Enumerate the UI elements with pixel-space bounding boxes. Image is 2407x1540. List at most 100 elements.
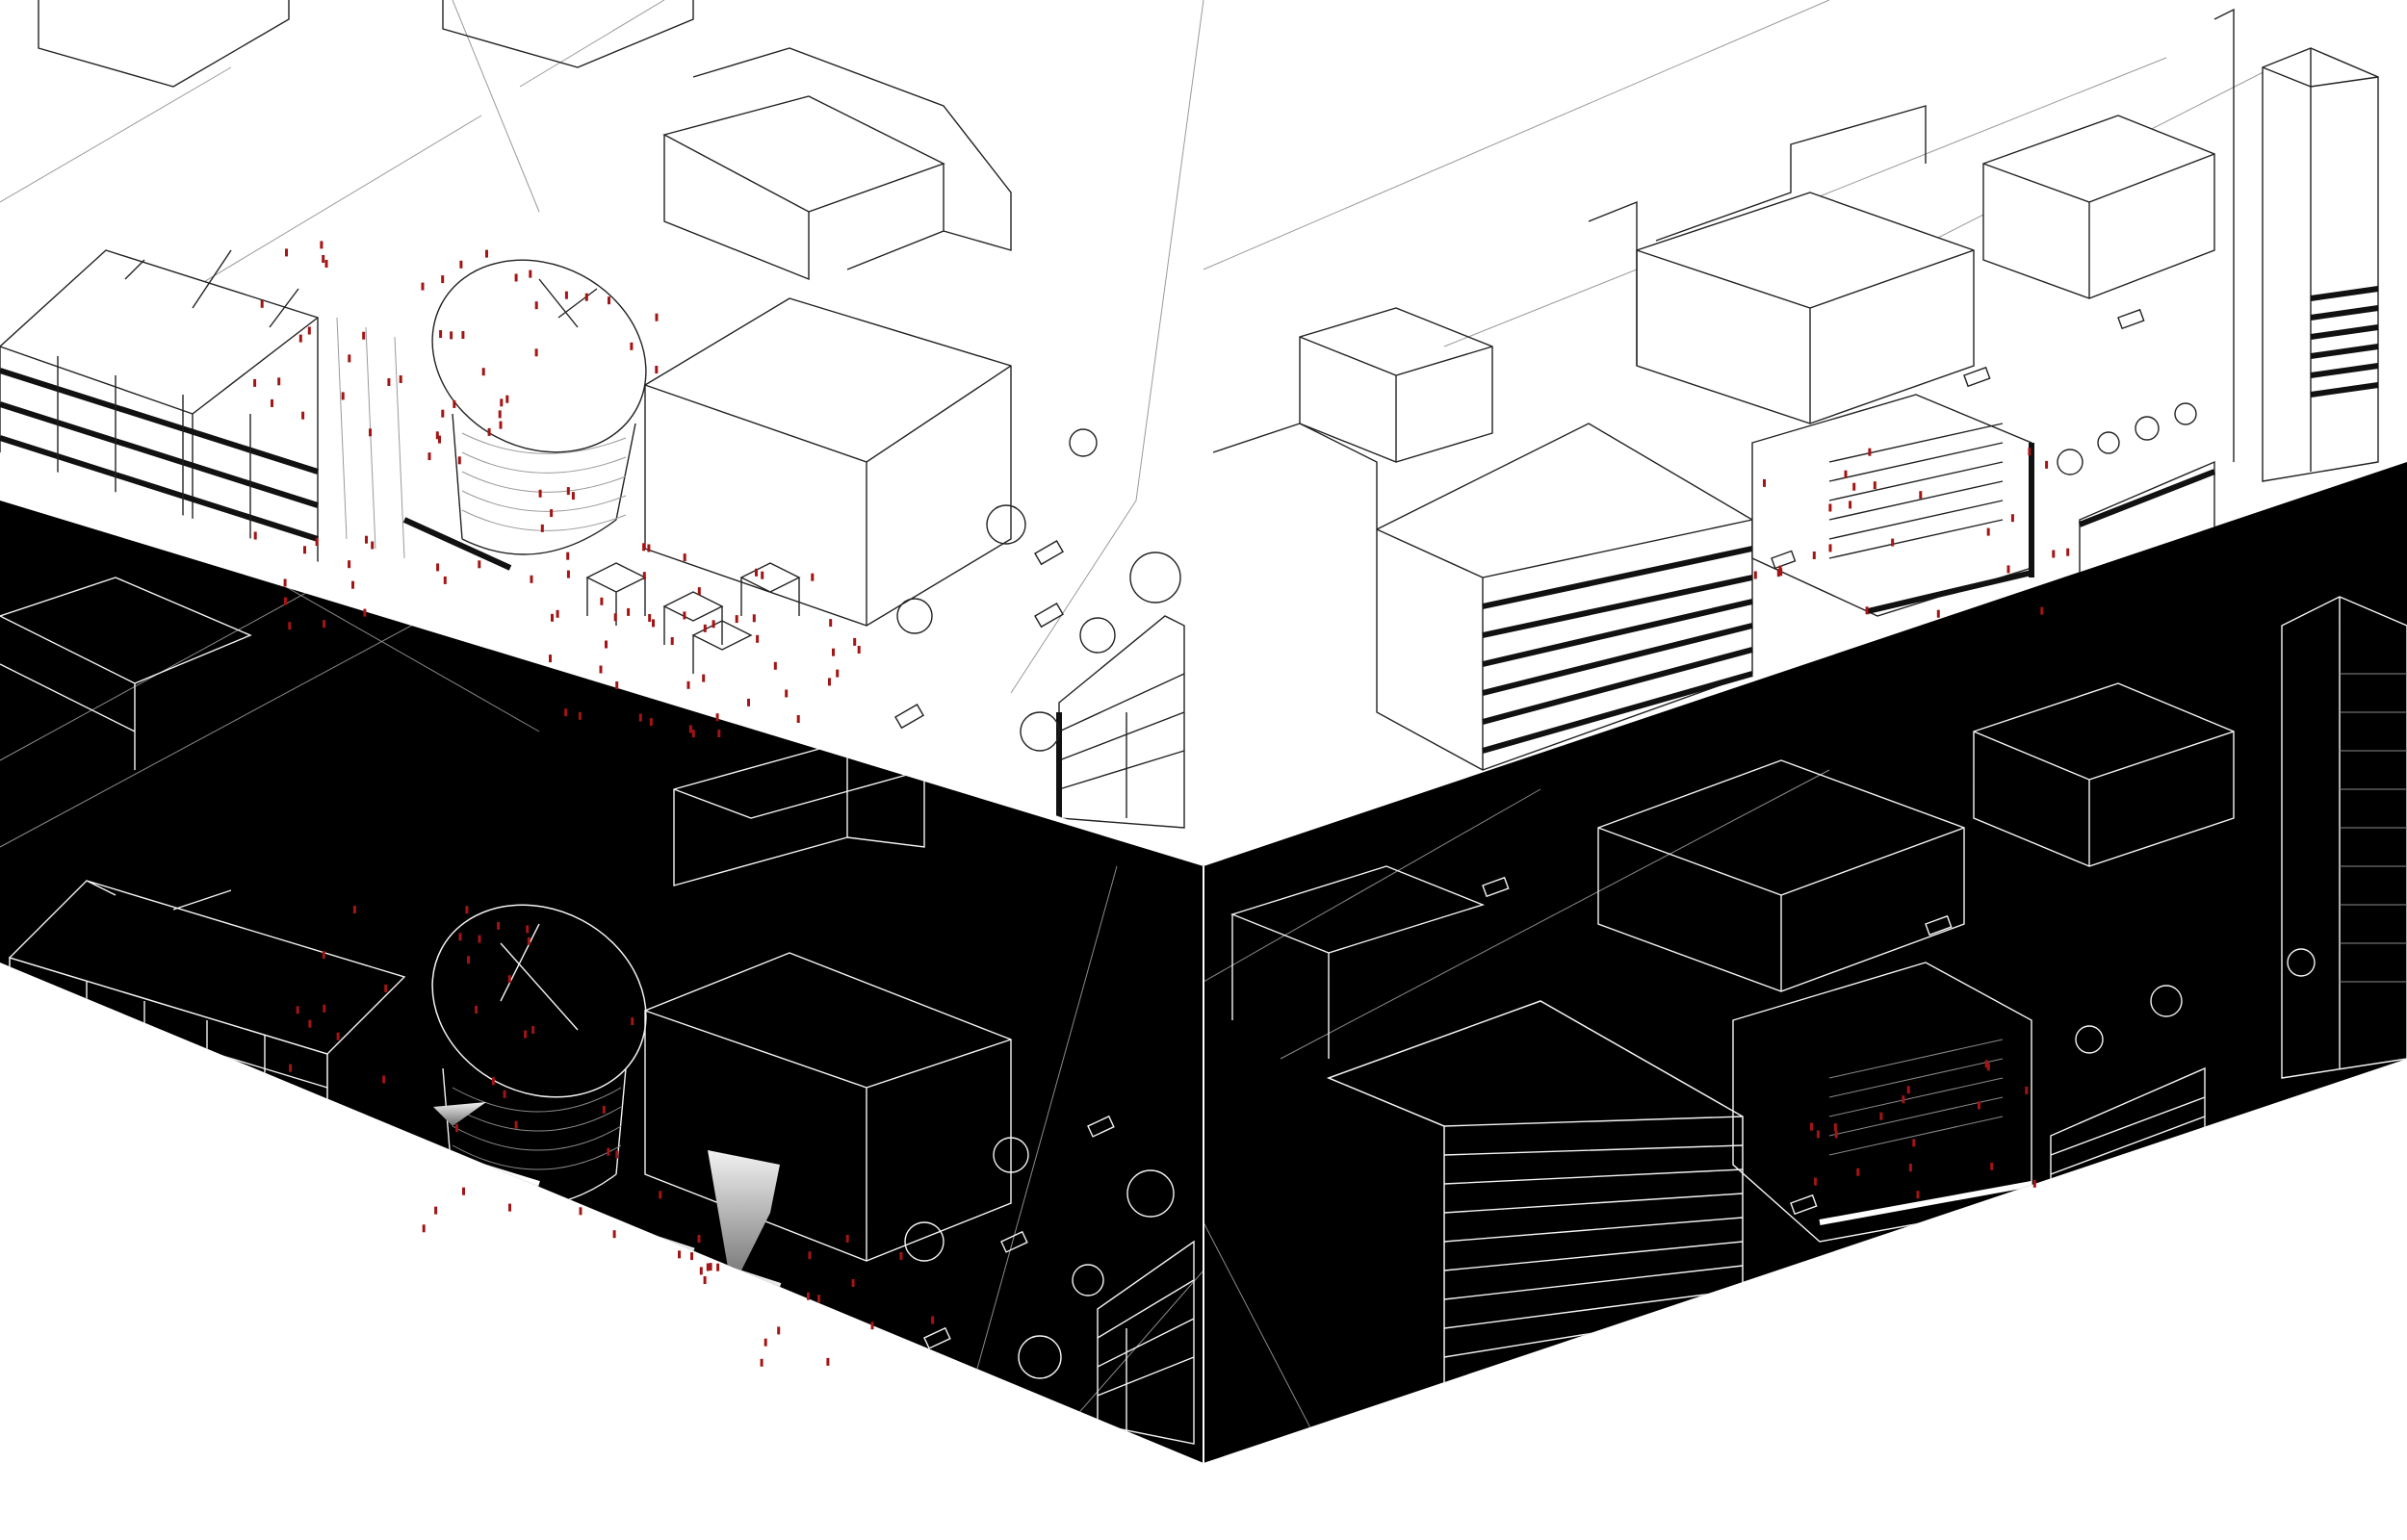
- person-figure: [1810, 1122, 1813, 1131]
- person-figure: [320, 241, 324, 249]
- person-figure: [271, 398, 273, 407]
- person-figure: [670, 637, 674, 645]
- person-figure: [551, 613, 554, 622]
- person-figure: [683, 553, 686, 562]
- person-figure: [1856, 1168, 1860, 1176]
- person-figure: [752, 614, 756, 623]
- person-figure: [600, 597, 604, 605]
- person-figure: [760, 1358, 764, 1367]
- person-figure: [283, 578, 287, 587]
- person-figure: [1865, 606, 1869, 615]
- person-figure: [773, 661, 777, 670]
- person-figure: [717, 730, 721, 737]
- person-figure: [1833, 1123, 1837, 1132]
- person-figure: [566, 552, 570, 560]
- person-figure: [756, 634, 760, 643]
- person-figure: [1828, 544, 1832, 552]
- person-figure: [630, 342, 634, 350]
- person-figure: [550, 509, 554, 518]
- person-figure: [703, 624, 707, 632]
- person-figure: [323, 620, 325, 629]
- person-figure: [315, 538, 319, 547]
- person-figure: [836, 669, 840, 678]
- person-figure: [435, 431, 439, 440]
- person-figure: [764, 1338, 767, 1347]
- person-figure: [322, 951, 325, 960]
- person-figure: [853, 637, 857, 646]
- person-figure: [566, 487, 570, 496]
- person-figure: [1778, 565, 1782, 574]
- person-figure: [503, 1090, 506, 1098]
- person-figure: [514, 1120, 518, 1129]
- person-figure: [421, 282, 425, 291]
- person-figure: [1879, 1112, 1883, 1120]
- person-figure: [556, 609, 559, 618]
- person-figure: [2028, 448, 2032, 456]
- person-figure: [817, 1295, 820, 1303]
- person-figure: [478, 560, 481, 569]
- person-figure: [253, 378, 257, 387]
- person-figure: [1902, 1095, 1905, 1104]
- person-figure: [715, 713, 719, 722]
- night-tall-tower: [2281, 596, 2407, 1079]
- person-figure: [1986, 527, 1990, 536]
- person-figure: [422, 1224, 426, 1233]
- person-figure: [497, 921, 501, 930]
- person-figure: [253, 531, 257, 540]
- person-figure: [524, 1030, 528, 1039]
- person-figure: [387, 378, 391, 386]
- person-figure: [443, 576, 447, 584]
- person-figure: [578, 711, 582, 720]
- person-figure: [2066, 548, 2070, 556]
- person-figure: [631, 1017, 634, 1026]
- person-figure: [514, 273, 518, 282]
- person-figure: [485, 249, 488, 258]
- person-figure: [712, 620, 715, 629]
- night-projection-cone-left: [433, 1102, 486, 1126]
- person-figure: [371, 541, 375, 550]
- person-figure: [1990, 1162, 1994, 1170]
- person-figure: [627, 607, 631, 616]
- person-figure: [439, 330, 443, 338]
- person-figure: [487, 427, 491, 436]
- person-figure: [697, 587, 701, 596]
- day-right-blocks: [1299, 105, 2215, 463]
- person-figure: [462, 1187, 465, 1195]
- person-figure: [607, 1147, 610, 1156]
- person-figure: [649, 718, 653, 727]
- person-figure: [352, 906, 356, 913]
- person-figure: [2010, 514, 2014, 523]
- person-figure: [540, 524, 544, 532]
- person-figure: [832, 648, 835, 656]
- person-figure: [307, 326, 311, 335]
- person-figure: [678, 1250, 681, 1259]
- day-striped-building: [1212, 423, 1753, 771]
- person-figure: [1908, 1164, 1912, 1172]
- day-terraced-structure: [1751, 394, 2034, 617]
- person-figure: [298, 334, 302, 343]
- person-figure: [341, 392, 345, 400]
- person-figure: [475, 1006, 479, 1014]
- person-figure: [457, 456, 461, 465]
- person-figure: [647, 544, 651, 552]
- person-figure: [1984, 1060, 1988, 1068]
- day-trees: [896, 428, 1181, 752]
- person-figure: [441, 409, 445, 418]
- person-figure: [807, 1292, 810, 1300]
- person-figure: [531, 1026, 535, 1034]
- person-figure: [534, 348, 538, 357]
- person-figure: [1936, 609, 1940, 618]
- person-figure: [322, 255, 325, 263]
- person-figure: [450, 331, 453, 340]
- person-figure: [500, 398, 504, 407]
- person-figure: [1812, 552, 1816, 559]
- person-figure: [441, 275, 445, 284]
- day-tall-tower: [2213, 8, 2379, 482]
- person-figure: [323, 1004, 326, 1013]
- person-figure: [761, 571, 764, 579]
- person-figure: [2032, 1179, 2036, 1188]
- person-figure: [365, 535, 368, 544]
- person-figure: [655, 366, 659, 373]
- person-figure: [399, 375, 402, 383]
